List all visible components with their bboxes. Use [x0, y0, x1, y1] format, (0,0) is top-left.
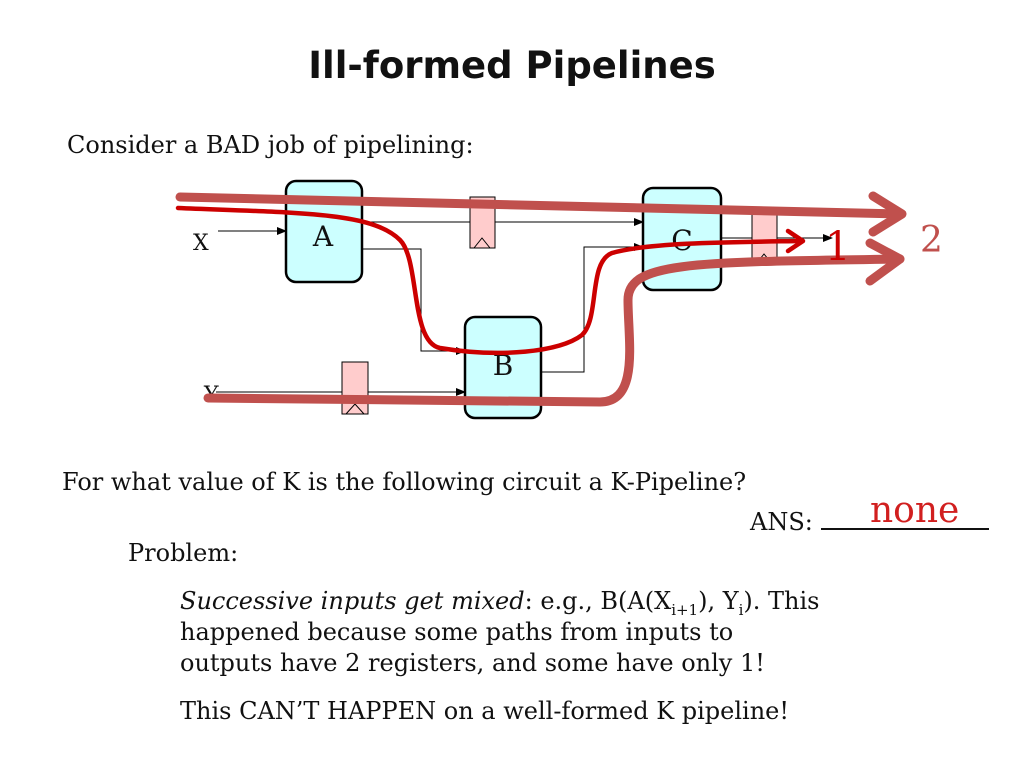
module-b: B	[463, 315, 543, 420]
conclusion-text: This CAN’T HAPPEN on a well-formed K pip…	[180, 697, 790, 725]
path-two-registers	[175, 191, 907, 407]
problem-sub-2: i	[738, 600, 744, 619]
answer-blank	[820, 506, 989, 530]
problem-line-3: outputs have 2 registers, and some have …	[180, 649, 765, 677]
problem-sub-1: i+1	[671, 600, 699, 619]
module-a: A	[284, 179, 364, 284]
answer-label: ANS:	[750, 508, 813, 536]
answer-line: ANS:	[750, 506, 989, 536]
intro-text: Consider a BAD job of pipelining:	[67, 131, 474, 159]
problem-line-1: Successive inputs get mixed: e.g., B(A(X…	[180, 586, 960, 617]
wire-b-to-c	[541, 243, 644, 373]
path-label-2: 2	[920, 220, 943, 261]
register-output	[751, 213, 778, 265]
answer-value: none	[870, 490, 960, 531]
problem-example-mid: ), Y	[698, 587, 739, 615]
problem-example-prefix: : e.g., B(A(X	[524, 587, 672, 615]
question-text: For what value of K is the following cir…	[62, 468, 747, 496]
problem-line-2: happened because some paths from inputs …	[180, 618, 734, 646]
wires	[216, 218, 833, 396]
module-a-label: A	[312, 220, 334, 253]
problem-body: Successive inputs get mixed: e.g., B(A(X…	[180, 586, 960, 679]
module-b-label: B	[493, 349, 514, 382]
register-y	[341, 361, 369, 415]
slide-title: Ill-formed Pipelines	[308, 44, 716, 87]
wire-a-to-b	[362, 248, 466, 355]
path-one-register	[175, 205, 806, 356]
problem-emphasis: Successive inputs get mixed	[180, 587, 525, 615]
problem-example-suffix: ). This	[743, 587, 820, 615]
problem-heading: Problem:	[128, 539, 239, 567]
input-x-label: X	[193, 231, 209, 256]
path-label-1: 1	[825, 224, 850, 270]
module-c-label: C	[671, 224, 692, 257]
